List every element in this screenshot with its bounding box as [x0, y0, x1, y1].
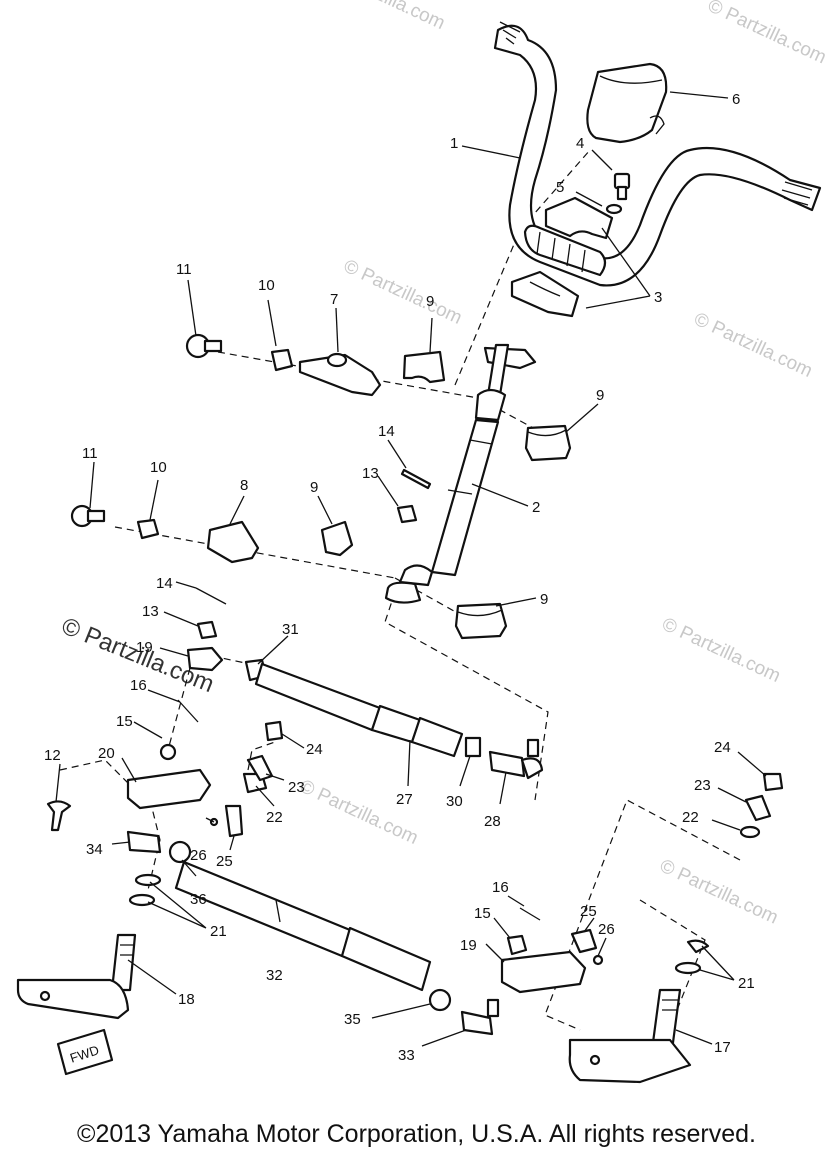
callout-9-right-lower: 9 — [540, 591, 548, 608]
callout-16-left: 16 — [130, 677, 147, 694]
watermark: © Partzilla.com — [656, 856, 781, 929]
handlebar — [493, 21, 822, 287]
column-bracket-upper — [298, 352, 382, 397]
column-holder-upper-left — [402, 350, 446, 384]
callout-9-upper: 9 — [426, 293, 434, 310]
callout-12: 12 — [44, 747, 61, 764]
callout-14-upper: 14 — [378, 423, 395, 440]
castle-nut-upper — [396, 504, 418, 524]
callout-23-right: 23 — [694, 777, 711, 794]
callout-10-upper: 10 — [258, 277, 275, 294]
watermark: © Partzilla.com — [691, 309, 816, 382]
callout-19-left: 19 — [136, 639, 153, 656]
copyright-notice: ©2013 Yamaha Motor Corporation, U.S.A. A… — [77, 1120, 756, 1148]
callout-21-left: 21 — [210, 923, 227, 940]
handlebar-pad — [586, 62, 668, 144]
bracket-nut-lower — [136, 518, 160, 540]
callout-28: 28 — [484, 813, 501, 830]
watermark: © Partzilla.com — [659, 614, 784, 687]
callout-36: 36 — [190, 891, 207, 908]
callout-9-lower: 9 — [310, 479, 318, 496]
callout-24-left: 24 — [306, 741, 323, 758]
column-holder-lower-left — [320, 520, 354, 557]
callout-22-left: 22 — [266, 809, 283, 826]
column-bracket-lower — [206, 520, 260, 564]
callout-17: 17 — [714, 1039, 731, 1056]
callout-6: 6 — [732, 91, 740, 108]
pitman-arm-left — [46, 699, 284, 864]
clamp-bolt — [613, 172, 631, 201]
callout-34: 34 — [86, 841, 103, 858]
callout-numbers: 1 2 3 4 5 6 7 8 9 9 9 9 10 10 11 11 12 1… — [44, 91, 755, 1064]
callout-13-lower: 13 — [142, 603, 159, 620]
watermark: © Partzilla.com — [296, 776, 421, 849]
bracket-bolt-lower — [70, 504, 106, 528]
callout-23-left: 23 — [288, 779, 305, 796]
callout-3: 3 — [654, 289, 662, 306]
leader-lines — [55, 91, 767, 1047]
callout-7: 7 — [330, 291, 338, 308]
upper-tie-rod — [186, 646, 544, 780]
cotter-pin-lower — [195, 587, 227, 605]
callout-11-lower: 11 — [82, 445, 98, 462]
castle-nut-lower — [196, 620, 218, 640]
fwd-indicator: FWD — [56, 1028, 114, 1076]
callout-9-right-upper: 9 — [596, 387, 604, 404]
handlebar-holders — [510, 196, 614, 318]
column-holder-lower-right — [454, 602, 508, 640]
watermark: © Partzilla.com — [704, 0, 829, 68]
callout-31: 31 — [282, 621, 299, 638]
callout-32: 32 — [266, 967, 283, 984]
watermark: © Partzilla.com — [323, 0, 448, 34]
callout-16-right: 16 — [492, 879, 509, 896]
callout-25-right: 25 — [580, 903, 597, 920]
callout-10-lower: 10 — [150, 459, 167, 476]
spindle-left — [16, 873, 162, 1020]
callout-2: 2 — [532, 499, 540, 516]
cotter-pin-upper — [400, 468, 432, 490]
callout-25-left: 25 — [216, 853, 233, 870]
pitman-arm-right — [500, 907, 710, 1084]
callout-26-left: 26 — [190, 847, 207, 864]
callout-33: 33 — [398, 1047, 415, 1064]
callout-24-right: 24 — [714, 739, 731, 756]
clamp-washer — [605, 203, 623, 215]
callout-14-lower: 14 — [156, 575, 173, 592]
callout-21-right: 21 — [738, 975, 755, 992]
callout-19-right: 19 — [460, 937, 477, 954]
callout-5: 5 — [556, 179, 564, 196]
callout-35: 35 — [344, 1011, 361, 1028]
callout-30: 30 — [446, 793, 463, 810]
callout-27: 27 — [396, 791, 413, 808]
callout-15-left: 15 — [116, 713, 133, 730]
callout-13-upper: 13 — [362, 465, 379, 482]
column-holder-upper-right — [524, 424, 572, 462]
callout-15-right: 15 — [474, 905, 491, 922]
callout-26-right: 26 — [598, 921, 615, 938]
steering-column — [384, 343, 537, 604]
bracket-nut-upper — [270, 348, 294, 372]
callout-4: 4 — [576, 135, 584, 152]
watermark: © Partzilla.com — [340, 256, 465, 329]
callout-11-upper: 11 — [176, 261, 192, 278]
lower-tie-rod — [174, 860, 500, 1036]
bracket-bolt-upper — [185, 333, 223, 359]
ball-joint-right — [739, 772, 784, 839]
callout-18: 18 — [178, 991, 195, 1008]
callout-8: 8 — [240, 477, 248, 494]
callout-1: 1 — [450, 135, 458, 152]
callout-22-right: 22 — [682, 809, 699, 826]
callout-20: 20 — [98, 745, 115, 762]
